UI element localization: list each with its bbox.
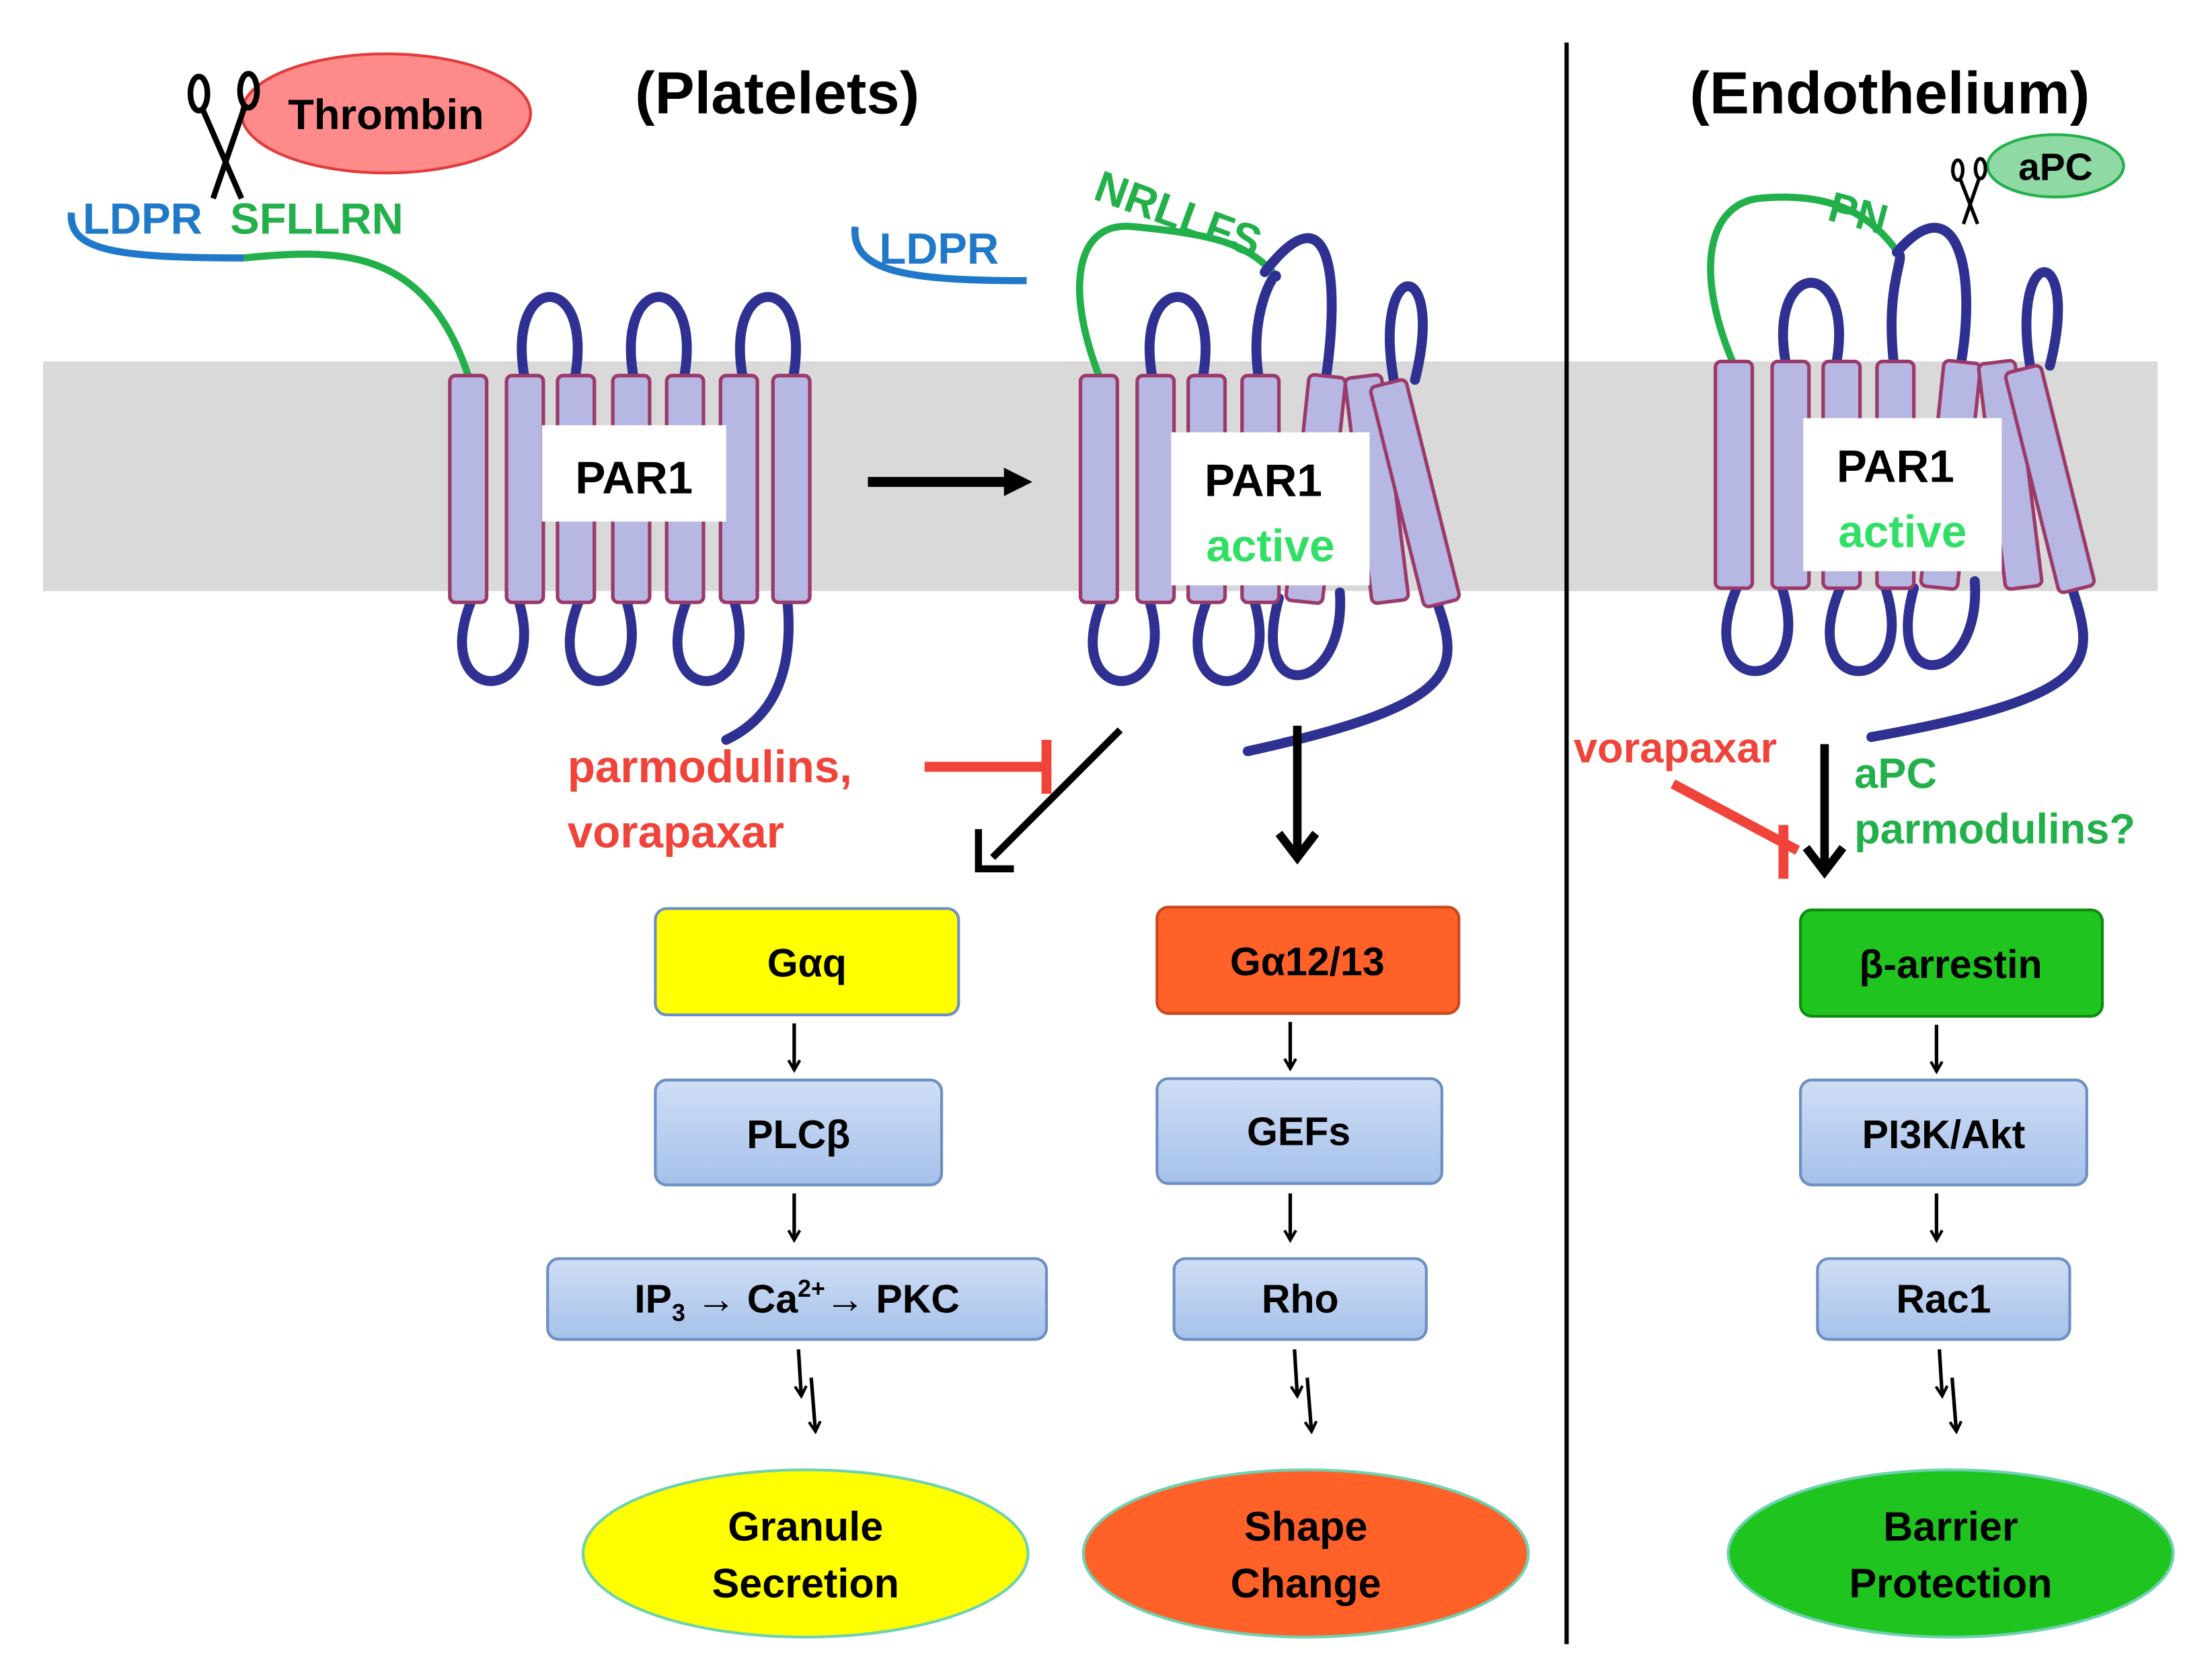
rac1-box (1816, 1257, 2071, 1341)
plcb-label: PLCβ (747, 1112, 850, 1157)
ldpr-cleaved-label: LDPR (879, 224, 999, 273)
ldpr-segment-left (67, 212, 245, 262)
granule-secretion-line2: Secretion (712, 1560, 899, 1606)
par1-label-middle: PAR1 (1205, 456, 1322, 506)
par1-label-left: PAR1 (575, 453, 693, 503)
endothelium-title: (Endothelium) (1689, 60, 2090, 126)
ip3-ca-pkc-box (546, 1257, 1048, 1341)
granule-secretion-ellipse (581, 1468, 1030, 1639)
rho-box (1172, 1257, 1428, 1341)
arrestin-pathway: β-arrestin PI3K/Akt Rac1 Barrier Protect… (1726, 908, 2175, 1639)
barrier-protection-line1: Barrier (1883, 1504, 2018, 1550)
par1-label-box-middle (1171, 432, 1370, 586)
gefs-label: GEFs (1247, 1110, 1350, 1154)
par1-receptor-active-endothelium: PN PAR1 active (1707, 184, 2096, 743)
ldpr-label-left: LDPR (83, 194, 202, 243)
inhibitor-vorapaxar-endothelium-label: vorapaxar (1574, 725, 1777, 772)
agonist-parmodulins-label: parmodulins? (1854, 806, 2135, 853)
par1-label-box-right (1803, 418, 2002, 572)
barrier-protection-ellipse (1726, 1468, 2175, 1639)
gaq-box (654, 907, 960, 1016)
rac1-label: Rac1 (1896, 1277, 1991, 1321)
agonist-apc-label: aPC (1854, 751, 1937, 798)
ldpr-cleaved-segment (851, 226, 1027, 285)
arrestin-label: β-arrestin (1859, 942, 2042, 987)
pi3k-akt-label: PI3K/Akt (1862, 1112, 2026, 1157)
plcb-box (654, 1078, 944, 1186)
ip3-ca-pkc-label: IP3 → Ca2+→ PKC (634, 1275, 960, 1326)
gaq-pathway: Gαq PLCβ IP3 → Ca2+→ PKC Granule Secreti… (546, 907, 1048, 1639)
active-label-middle: active (1206, 521, 1334, 572)
shape-change-ellipse (1081, 1468, 1530, 1639)
apc-ellipse (1986, 133, 2125, 199)
inhibitor-parmodulins-label: parmodulins, (568, 742, 852, 792)
scissors-icon-small (1950, 157, 1987, 225)
sflln-label: SFLLRN (230, 194, 404, 243)
active-label-right: active (1838, 506, 1967, 557)
gaq-label: Gαq (767, 941, 847, 985)
par1-label-box-left (541, 425, 726, 522)
par1-receptor-active-platelet: LDPR NRLLFS PAR1 active (851, 161, 1461, 757)
g1213-pathway: Gα12/13 GEFs Rho Shape Change (1081, 905, 1530, 1639)
barrier-protection-line2: Protection (1849, 1560, 2052, 1606)
tether-segment-left (243, 250, 472, 377)
shape-change-line1: Shape (1244, 1504, 1367, 1550)
arrestin-box (1798, 908, 2104, 1018)
apc-label: aPC (2018, 146, 2093, 189)
inhibition-bar-endothelium (1670, 779, 1800, 855)
thrombin-label: Thrombin (288, 91, 484, 139)
granule-secretion-line1: Granule (728, 1504, 883, 1550)
g1213-label: Gα12/13 (1230, 940, 1385, 984)
pi3k-akt-box (1798, 1078, 2088, 1186)
tether-segment-right (1707, 193, 1903, 363)
par1-receptor-inactive: PAR1 (67, 212, 812, 745)
rho-label: Rho (1262, 1277, 1339, 1321)
tether-segment-middle (1075, 223, 1279, 377)
arrow-to-gaq (990, 727, 1123, 860)
par1-label-right: PAR1 (1837, 441, 1954, 492)
inhibitor-vorapaxar-label: vorapaxar (568, 807, 784, 858)
gefs-box (1155, 1077, 1444, 1185)
scissors-icon (187, 71, 260, 200)
platelets-title: (Platelets) (635, 60, 919, 126)
g1213-box (1155, 905, 1461, 1015)
shape-change-line2: Change (1231, 1560, 1381, 1606)
